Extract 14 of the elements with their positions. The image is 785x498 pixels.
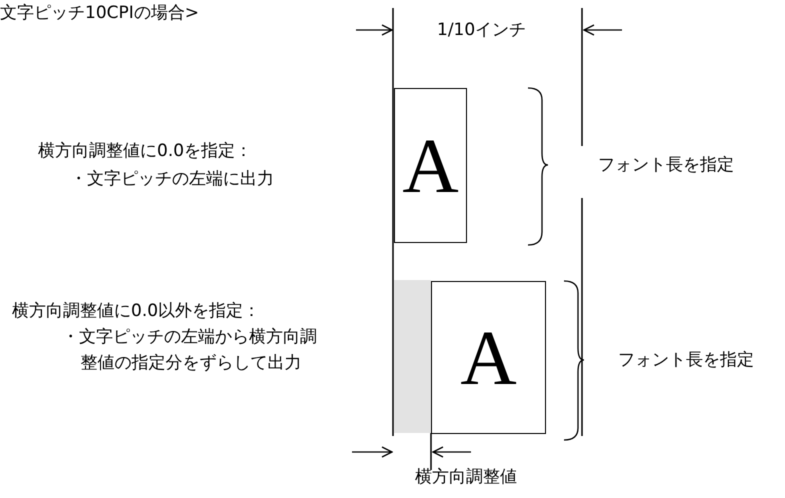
character-cell-box [431, 281, 546, 434]
bullet-text: ・文字ピッチの左端に出力 [70, 168, 274, 191]
description-heading: 横方向調整値に0.0を指定： [38, 140, 252, 163]
glyph-letter: A [460, 318, 517, 396]
brace-label: フォント長を指定 [598, 154, 734, 177]
dimension-label: 横方向調整値 [415, 466, 517, 489]
dimension-label: 1/10インチ [437, 19, 526, 42]
offset-shading [394, 280, 431, 433]
glyph-letter: A [402, 126, 459, 204]
description-heading: 横方向調整値に0.0以外を指定： [12, 300, 260, 323]
brace-label: フォント長を指定 [618, 349, 754, 372]
title: 文字ピッチ10CPIの場合> [0, 2, 200, 25]
bullet-text: ・文字ピッチの左端から横方向調整値の指定分をずらして出力 [62, 326, 318, 375]
character-cell-box [394, 88, 467, 243]
